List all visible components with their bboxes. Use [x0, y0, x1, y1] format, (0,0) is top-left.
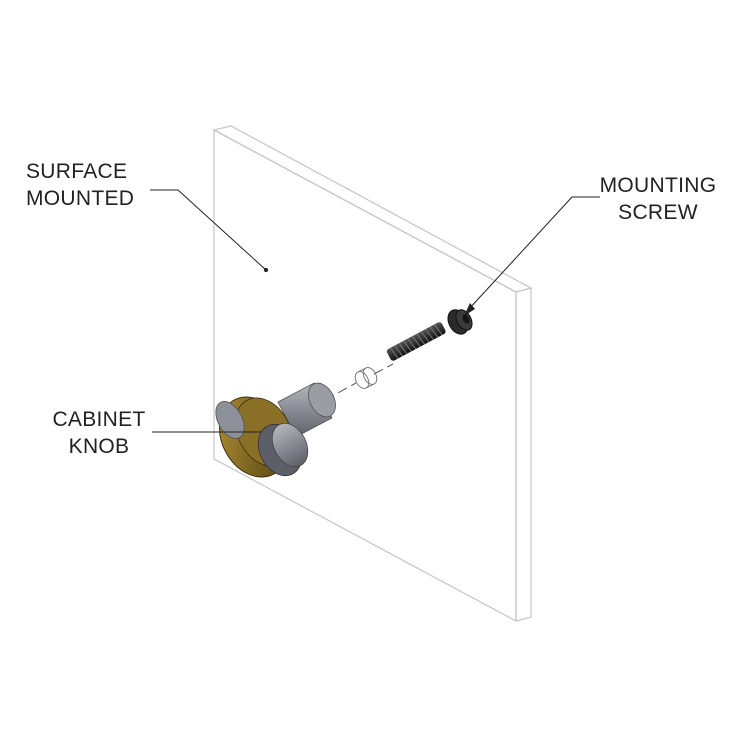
knob-label-line-1: CABINET — [52, 408, 146, 431]
knob-label-line-2: KNOB — [68, 435, 130, 458]
cabinet-knob-label: CABINET KNOB — [44, 406, 154, 460]
mounting-screw — [386, 309, 473, 361]
leader-lines — [150, 189, 600, 433]
surface-leader — [150, 189, 267, 271]
cabinet-knob — [215, 382, 336, 478]
mounting-panel — [212, 125, 533, 623]
screw-leader — [467, 196, 600, 311]
spacer-washer — [354, 367, 378, 389]
surface-label-line-2: MOUNTED — [26, 187, 135, 210]
mounting-screw-label: MOUNTING SCREW — [578, 172, 738, 226]
surface-mounted-label: SURFACE MOUNTED — [26, 158, 134, 212]
screw-label-line-2: SCREW — [618, 201, 698, 224]
screw-label-line-1: MOUNTING — [599, 174, 717, 197]
screw-leader-arrowhead — [464, 303, 475, 316]
surface-label-line-1: SURFACE — [26, 160, 128, 183]
